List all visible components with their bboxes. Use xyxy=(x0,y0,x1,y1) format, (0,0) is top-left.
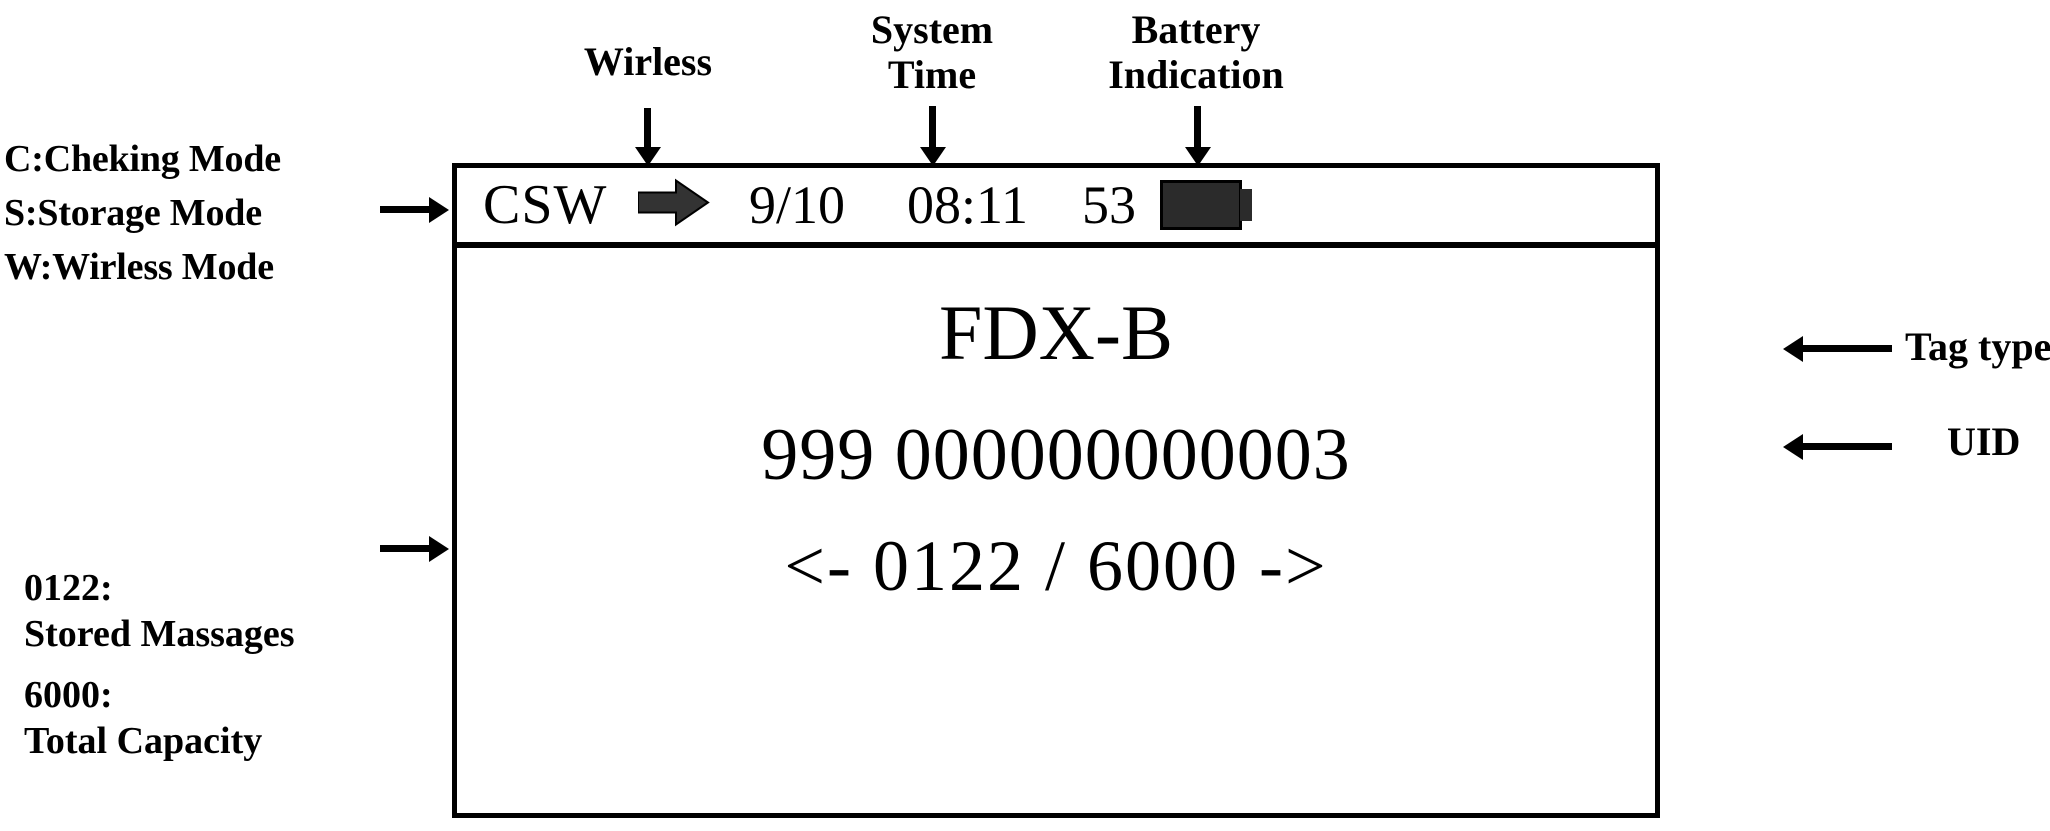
mode-legend-checking: C:Cheking Mode xyxy=(4,138,281,180)
tag-type-value: FDX-B xyxy=(938,289,1174,376)
capacity-legend-total-value: 6000: xyxy=(24,673,113,716)
lcd-status-bar: CSW 9/10 08:11 53 xyxy=(457,168,1655,248)
uid-value: 999 000000000003 xyxy=(761,414,1351,496)
annotation-uid-arrow-icon xyxy=(1800,443,1892,450)
annotation-system-time: System Time xyxy=(870,7,994,97)
annotation-wireless-arrow-icon xyxy=(644,108,651,150)
capacity-legend-stored-value: 0122: xyxy=(24,567,113,609)
annotation-uid: UID xyxy=(1947,419,2021,464)
annotation-tag-type-arrow-icon xyxy=(1800,345,1892,352)
mode-legend: C:Cheking Mode S:Storage Mode W:Wirless … xyxy=(4,133,364,295)
annotation-wireless: Wirless xyxy=(583,39,713,84)
lcd-screen: CSW 9/10 08:11 53 FDX-B 999 000000000003… xyxy=(452,163,1660,818)
capacity-legend: 0122: Stored Massages 6000: Total Capaci… xyxy=(24,565,424,778)
battery-icon xyxy=(1160,180,1252,230)
annotation-battery-indication: Battery Indication xyxy=(1108,7,1284,97)
annotation-battery-arrow-icon xyxy=(1194,106,1201,150)
status-date: 9/10 xyxy=(749,175,846,235)
capacity-legend-pointer-arrow-icon xyxy=(380,545,432,552)
status-battery-percent: 53 xyxy=(1082,175,1136,235)
capacity-legend-total-label: Total Capacity xyxy=(24,720,263,763)
battery-icon-terminal xyxy=(1240,189,1252,221)
mode-legend-pointer-arrow-icon xyxy=(380,206,432,213)
capacity-legend-stored-label: Stored Massages xyxy=(24,613,295,656)
battery-icon-body xyxy=(1160,180,1242,230)
record-pager: <- 0122 / 6000 -> xyxy=(784,526,1328,606)
mode-legend-wireless: W:Wirless Mode xyxy=(4,245,274,288)
status-mode-indicator: CSW xyxy=(483,174,608,236)
mode-legend-storage: S:Storage Mode xyxy=(4,191,262,234)
annotation-system-time-arrow-icon xyxy=(929,106,936,150)
lcd-content-area: FDX-B 999 000000000003 <- 0122 / 6000 -> xyxy=(457,294,1655,831)
status-time: 08:11 xyxy=(907,175,1028,235)
wireless-right-arrow-icon xyxy=(637,178,710,232)
annotation-tag-type: Tag type xyxy=(1905,324,2050,369)
